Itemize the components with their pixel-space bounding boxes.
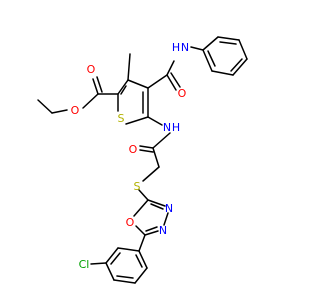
molecule-drawing: O O S H N O N H O S N N O Cl <box>37 36 248 284</box>
bond-ph-inner-3 <box>207 50 216 67</box>
bond-oxa-c2-n3 <box>147 199 166 207</box>
bond-acetamide-c-ch2 <box>152 147 160 168</box>
atom-n-amide-mid: N <box>163 121 171 134</box>
bond-cp-5 <box>134 267 148 284</box>
bond-ethyl-c-o <box>51 109 68 114</box>
bond-amide-n-phenyl <box>190 46 204 51</box>
bond-cp-1 <box>117 247 140 252</box>
bond-ester-c-o-double-b <box>96 76 103 93</box>
bond-oxa-n4-c5 <box>144 230 159 236</box>
bond-cp-inner-3 <box>135 254 143 268</box>
bond-layer <box>37 36 248 284</box>
bond-ester-c-o-double-a <box>92 78 99 95</box>
atom-h-amide-top: H <box>172 41 180 54</box>
bond-cp-inner-2 <box>116 275 134 279</box>
bond-ph-5 <box>211 70 234 76</box>
bond-c5-n-mid <box>147 116 163 126</box>
bond-oxa-o1-c2 <box>133 199 149 217</box>
bond-ph-3 <box>238 39 248 60</box>
atom-s-thioether: S <box>134 180 141 193</box>
bond-ph-1 <box>202 36 219 51</box>
atom-n-oxadiazole-1: N <box>165 202 173 215</box>
atom-o-acetamide: O <box>129 143 138 156</box>
atom-o-ester-carbonyl: O <box>87 63 96 76</box>
bond-ester-o-c <box>82 93 99 109</box>
bond-cp-4 <box>113 279 136 284</box>
bond-oxa-c5-o1 <box>135 225 146 236</box>
bond-ethyl-c-c <box>37 99 53 114</box>
bond-ph-2 <box>217 36 240 41</box>
bond-oxa-n3-n4 <box>163 212 169 226</box>
bond-cp-2 <box>105 247 119 264</box>
bond-acetamide-c-o-a <box>139 145 154 149</box>
bond-thio-double-1 <box>120 85 127 95</box>
bond-cp-inner-1 <box>110 252 121 265</box>
atom-n-amide-top: N <box>181 41 189 54</box>
bond-cp-6 <box>138 250 148 269</box>
bond-oxa-n4-c5-double <box>145 226 158 232</box>
bond-ch2-s <box>142 166 160 182</box>
bond-n-mid-c <box>152 132 171 149</box>
bond-ph-inner-1 <box>219 41 237 45</box>
atom-o-amide-top: O <box>178 87 187 100</box>
bond-amide-c-n <box>166 60 175 76</box>
atom-label-layer: O O S H N O N H O S N N O Cl <box>71 41 189 271</box>
atom-n-oxadiazole-2: N <box>159 224 167 237</box>
bond-ph-inner-2 <box>230 58 243 72</box>
bond-acetamide-c-o-b <box>139 149 154 153</box>
bond-oxa-aryl <box>138 234 146 252</box>
bond-c4-amide-c <box>147 74 168 89</box>
bond-cp-cl <box>90 262 107 265</box>
bond-amide-c-o-a <box>166 74 177 91</box>
bond-ph-4 <box>232 58 248 76</box>
atom-o-ester-ether: O <box>71 104 80 117</box>
bond-amide-c-o-b <box>170 72 181 88</box>
bond-cp-3 <box>105 262 115 281</box>
structure-canvas: O O S H N O N H O S N N O Cl <box>37 36 248 284</box>
atom-o-oxadiazole: O <box>126 216 135 229</box>
bond-thio-c4-c3 <box>127 79 149 89</box>
atom-h-amide-mid: H <box>172 121 180 134</box>
bond-methyl <box>127 53 131 81</box>
bond-thio-s-c5 <box>125 116 149 125</box>
atom-cl: Cl <box>79 258 90 271</box>
bond-thio-c3-c2 <box>117 79 129 95</box>
bond-oxa-c2-n3-double <box>150 203 164 210</box>
bond-ph-6 <box>202 49 213 72</box>
bond-s-oxadiazole <box>138 189 149 201</box>
atom-s-thiophene: S <box>118 112 125 125</box>
